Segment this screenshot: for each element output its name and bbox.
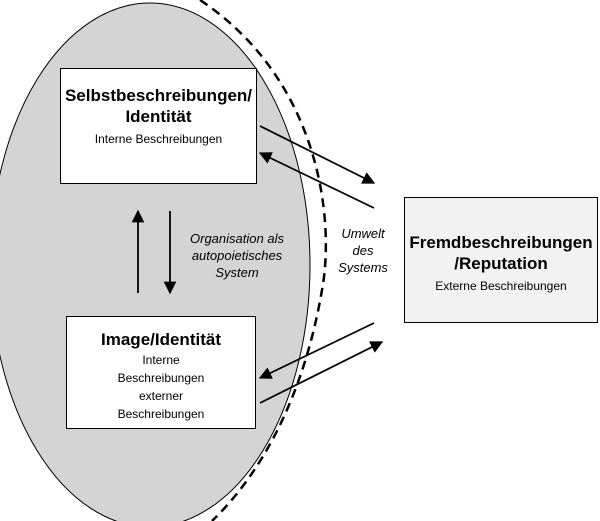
image-identity-line-4: Beschreibungen [117,407,205,421]
arrow-self-to-environment [259,125,376,184]
external-description-title: Fremdbeschreibungen /Reputation [409,232,592,274]
organisation-label-line-2: autopoietisches [191,248,283,263]
self-description-box: Selbstbeschreibungen/ Identität Interne … [60,68,257,184]
self-description-title-line-2: Identität [125,107,192,126]
system-boundary-line [199,0,328,521]
external-description-subtitle: Externe Beschreibungen [435,279,567,293]
image-identity-line-1: Interne [142,353,180,367]
self-description-subtitle: Interne Beschreibungen [94,132,223,146]
arrow-environment-to-image [258,322,375,379]
environment-label: Umwelt des Systems [318,225,408,276]
image-identity-line-3: externer [138,389,184,403]
environment-label-line-3: Systems [338,260,388,275]
self-description-title-line-1: Selbstbeschreibungen/ [64,86,253,105]
external-description-title-line-2: /Reputation [454,254,548,273]
environment-label-line-1: Umwelt [341,226,385,241]
image-identity-title: Image/Identität [101,330,221,349]
image-identity-box: Image/Identität Interne Beschreibungen e… [66,316,256,429]
organisation-label-line-1: Organisation als [190,231,284,246]
environment-label-line-2: des [352,243,374,258]
organisation-label: Organisation als autopoietisches System [172,230,302,281]
arrow-environment-to-self [258,152,375,209]
self-description-title: Selbstbeschreibungen/ Identität [65,85,252,127]
external-description-title-line-1: Fremdbeschreibungen [409,233,593,252]
external-description-box: Fremdbeschreibungen /Reputation Externe … [404,197,598,323]
arrow-image-to-environment [259,341,384,404]
organisation-label-line-3: System [215,265,259,280]
image-identity-line-2: Beschreibungen [117,371,205,385]
